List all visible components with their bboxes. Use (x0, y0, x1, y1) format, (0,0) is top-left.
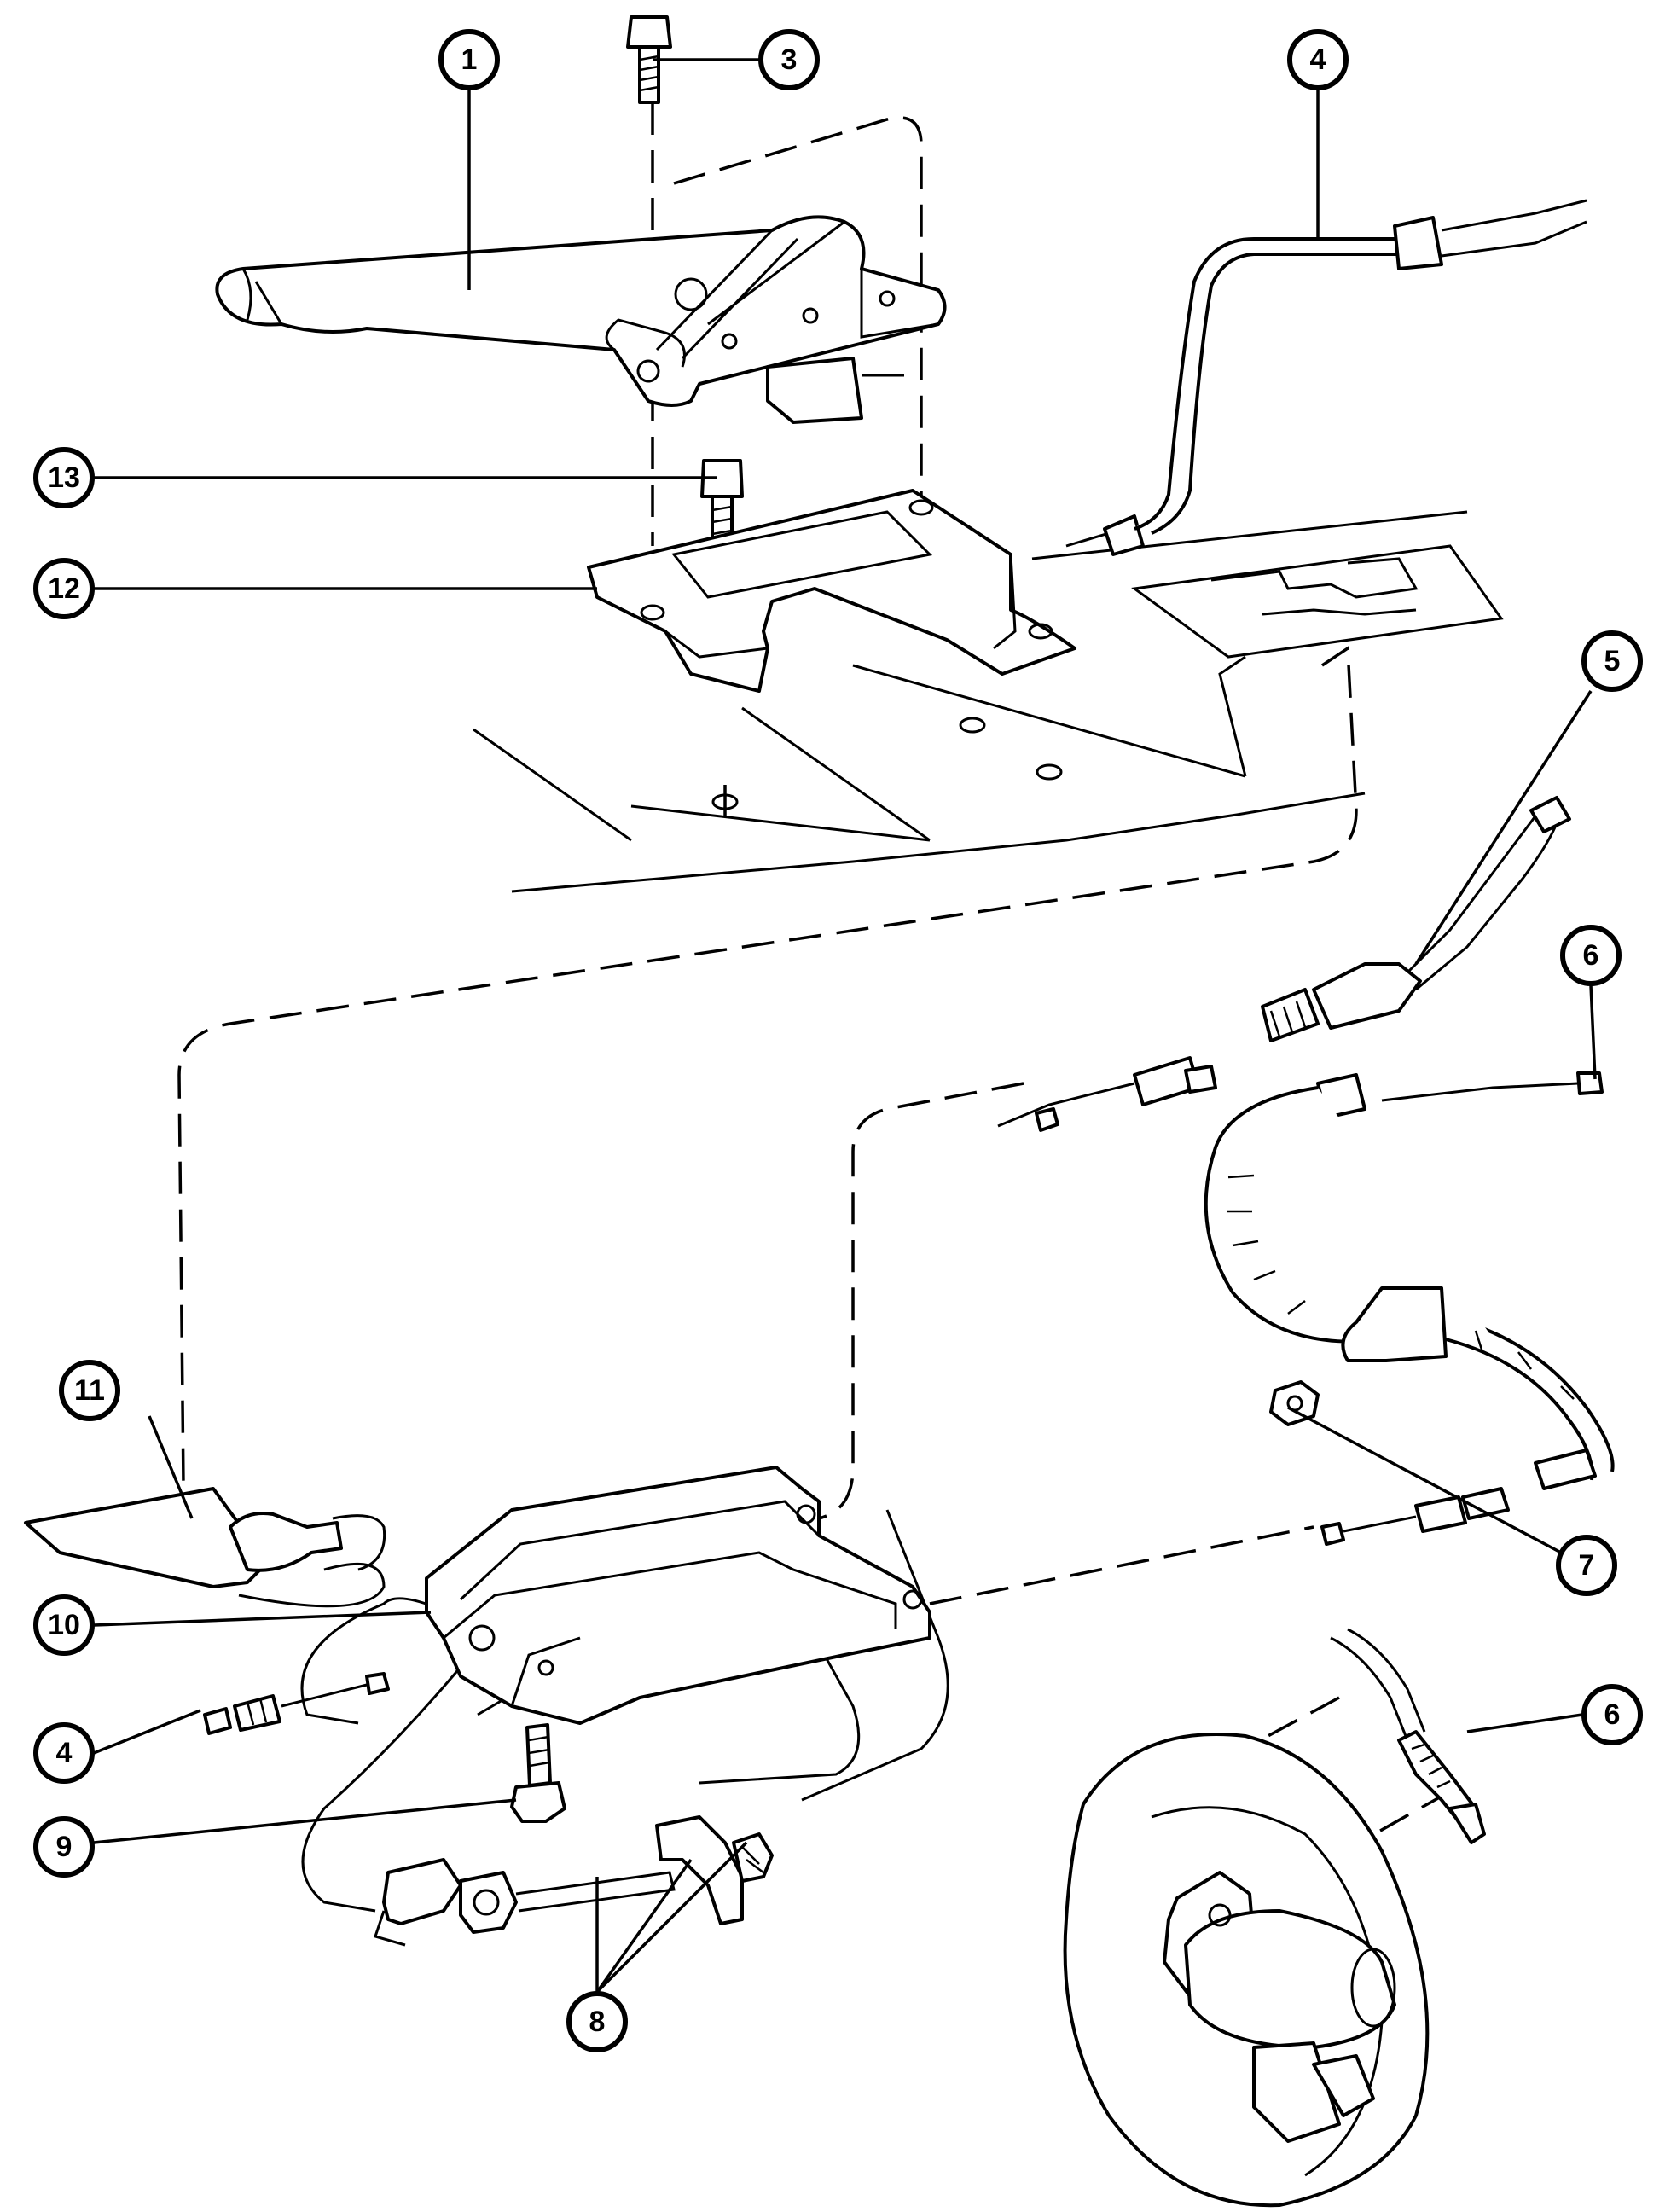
callout-4-lower: 4 (33, 1722, 95, 1784)
leader-lines (90, 58, 1597, 1994)
callout-label: 3 (781, 44, 798, 76)
rear-brake-backing-plate (1063, 1628, 1486, 2208)
callout-6-lower: 6 (1581, 1684, 1643, 1745)
callout-3: 3 (758, 29, 820, 90)
rear-brake-cable-right (1204, 1071, 1615, 1490)
lever-bolt (626, 15, 672, 104)
callout-1: 1 (438, 29, 500, 90)
rear-cable-left-end (1320, 1487, 1510, 1546)
callout-label: 4 (1310, 44, 1326, 76)
floor-grommet (24, 1487, 386, 1588)
callout-8: 8 (566, 1991, 628, 2052)
callout-5: 5 (1581, 630, 1643, 692)
callout-label: 1 (461, 44, 478, 76)
callout-label: 13 (48, 462, 80, 494)
callout-label: 9 (56, 1831, 73, 1863)
callout-10: 10 (33, 1594, 95, 1656)
callout-label: 12 (48, 572, 80, 605)
cable-equalizer (374, 1815, 774, 1947)
callout-12: 12 (33, 558, 95, 619)
callout-label: 11 (74, 1374, 105, 1407)
rear-brake-cable-equalizer (997, 796, 1571, 1132)
callout-4-top: 4 (1287, 29, 1349, 90)
callout-13: 13 (33, 447, 95, 508)
parking-brake-lever (215, 215, 947, 424)
front-brake-cable-lower (203, 1672, 390, 1735)
callout-label: 5 (1604, 645, 1621, 677)
callout-label: 6 (1583, 939, 1599, 972)
callout-label: 10 (48, 1609, 80, 1641)
front-brake-cable-upper (1065, 199, 1587, 556)
bracket-bolt-lower (510, 1723, 566, 1823)
cable-guide-bracket (425, 1466, 931, 1725)
callout-7: 7 (1556, 1535, 1617, 1596)
callout-label: 6 (1604, 1698, 1621, 1731)
callout-label: 8 (589, 2006, 606, 2038)
callout-label: 7 (1579, 1549, 1595, 1582)
callout-6-upper: 6 (1560, 925, 1622, 986)
lever-mounting-bracket (587, 489, 1076, 693)
callout-9: 9 (33, 1816, 95, 1878)
callout-label: 4 (56, 1737, 73, 1769)
callout-11: 11 (59, 1360, 120, 1421)
